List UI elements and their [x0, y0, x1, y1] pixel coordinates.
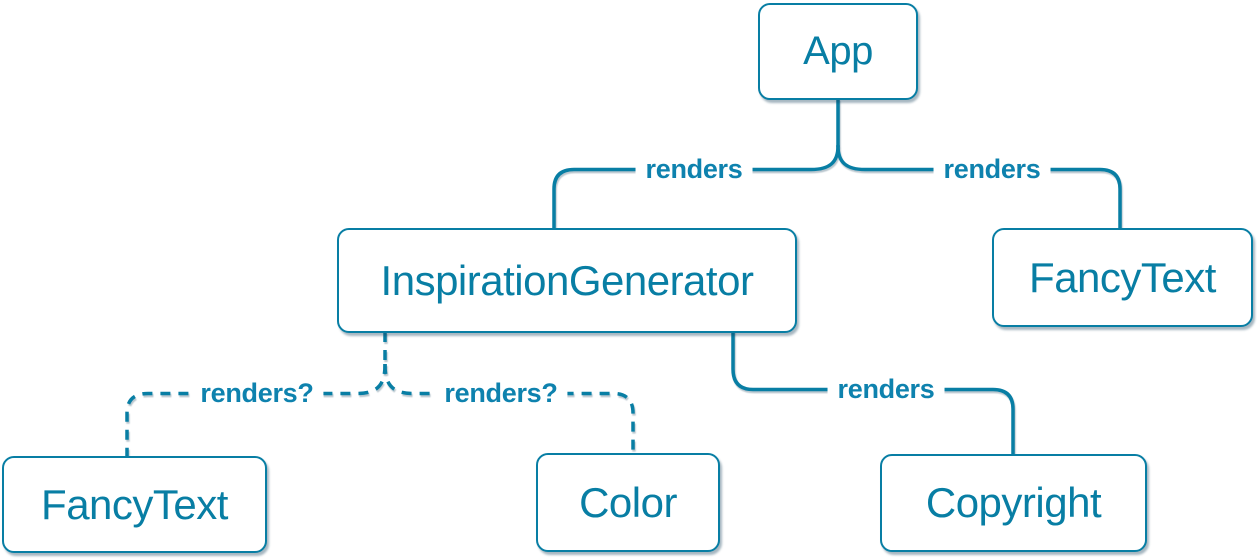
node-inspirationgenerator: InspirationGenerator	[337, 228, 797, 333]
edge-label-renders-color: renders?	[434, 376, 568, 410]
edge-inspirationgenerator-to-color	[383, 363, 635, 454]
node-color: Color	[536, 453, 720, 552]
node-fancytext-top: FancyText	[992, 228, 1253, 327]
node-fancytext-bottom-label: FancyText	[41, 480, 228, 528]
node-inspirationgenerator-label: InspirationGenerator	[380, 256, 754, 304]
node-fancytext-top-label: FancyText	[1029, 253, 1216, 301]
edge-inspirationgenerator-to-fancytext	[125, 363, 387, 457]
edge-app-to-inspirationgenerator	[552, 144, 840, 231]
node-color-label: Color	[579, 478, 677, 526]
edge-app-to-fancytext	[836, 144, 1122, 231]
node-app: App	[758, 3, 918, 100]
node-fancytext-bottom: FancyText	[2, 456, 267, 553]
node-copyright-label: Copyright	[925, 479, 1102, 526]
node-app-label: App	[803, 29, 873, 73]
edge-label-renders-inspirationgenerator: renders	[635, 152, 753, 186]
edge-label-renders-copyright: renders	[827, 372, 945, 406]
edge-label-renders-fancytext-top: renders	[933, 152, 1051, 186]
edge-label-renders-fancytext-bottom: renders?	[190, 376, 324, 410]
node-copyright: Copyright	[880, 454, 1147, 552]
